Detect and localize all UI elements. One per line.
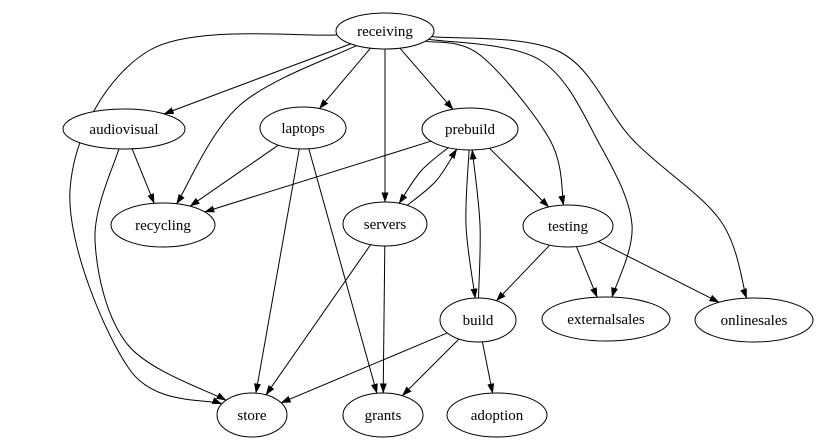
node-testing: testing (522, 204, 614, 248)
node-ellipse-receiving (335, 12, 435, 50)
edge-laptops-store (254, 148, 300, 394)
edge-build-store (280, 332, 448, 404)
node-onlinesales: onlinesales (694, 297, 814, 343)
edge-build-grants (401, 338, 460, 397)
node-adoption: adoption (446, 392, 548, 438)
node-label-adoption: adoption (471, 408, 524, 424)
node-label-audiovisual: audiovisual (89, 122, 158, 138)
edge-prebuild-testing (489, 147, 550, 208)
node-label-prebuild: prebuild (445, 122, 495, 138)
node-ellipse-build (439, 297, 517, 343)
node-label-servers: servers (364, 217, 407, 233)
edge-receiving-testing (425, 40, 566, 206)
node-label-grants: grants (365, 408, 402, 424)
edge-build-adoption (481, 341, 495, 394)
node-ellipse-laptops (259, 106, 347, 150)
node-ellipse-testing (522, 204, 614, 248)
node-label-receiving: receiving (357, 24, 413, 40)
node-store: store (216, 392, 288, 438)
node-laptops: laptops (259, 106, 347, 150)
edge-receiving-recycling (176, 45, 357, 205)
node-ellipse-store (216, 392, 288, 438)
node-receiving: receiving (335, 12, 435, 50)
edge-servers-store (265, 244, 372, 396)
node-label-onlinesales: onlinesales (721, 313, 788, 329)
edge-receiving-store (69, 33, 338, 405)
node-label-store: store (237, 408, 267, 424)
node-build: build (439, 297, 517, 343)
node-ellipse-externalsales (541, 296, 671, 342)
edge-audiovisual-recycling (131, 148, 155, 204)
edge-receiving-externalsales (428, 38, 633, 298)
node-label-externalsales: externalsales (567, 312, 645, 328)
node-prebuild: prebuild (421, 107, 519, 151)
edge-testing-externalsales (575, 246, 598, 298)
node-ellipse-prebuild (421, 107, 519, 151)
node-ellipse-audiovisual (62, 108, 186, 150)
node-grants: grants (342, 392, 424, 438)
node-layer: receiving audiovisual laptops prebuild recyc… (62, 12, 814, 438)
node-audiovisual: audiovisual (62, 108, 186, 150)
edge-receiving-onlinesales (431, 36, 748, 299)
node-ellipse-onlinesales (694, 297, 814, 343)
edge-laptops-grants (308, 148, 378, 394)
edge-audiovisual-store (94, 148, 227, 401)
edge-layer (69, 33, 748, 405)
edge-servers-grants (379, 245, 387, 394)
edge-testing-onlinesales (598, 240, 720, 303)
edge-prebuild-servers (398, 147, 449, 204)
edge-testing-build (496, 244, 550, 302)
node-ellipse-recycling (110, 202, 216, 248)
node-label-build: build (463, 313, 494, 329)
edge-receiving-prebuild (399, 47, 454, 110)
node-recycling: recycling (110, 202, 216, 248)
node-servers: servers (342, 201, 428, 247)
node-externalsales: externalsales (541, 296, 671, 342)
edge-receiving-laptops (319, 47, 371, 109)
node-ellipse-servers (342, 201, 428, 247)
edge-receiving-audiovisual (163, 43, 351, 115)
node-label-testing: testing (548, 219, 588, 235)
node-ellipse-adoption (446, 392, 548, 438)
node-label-recycling: recycling (135, 218, 191, 234)
node-ellipse-grants (342, 392, 424, 438)
node-label-laptops: laptops (281, 121, 324, 137)
edge-servers-prebuild (406, 148, 458, 206)
edge-build-prebuild (469, 149, 481, 299)
edge-laptops-recycling (189, 144, 279, 207)
edge-prebuild-recycling (204, 140, 432, 213)
edge-prebuild-build (465, 149, 478, 299)
